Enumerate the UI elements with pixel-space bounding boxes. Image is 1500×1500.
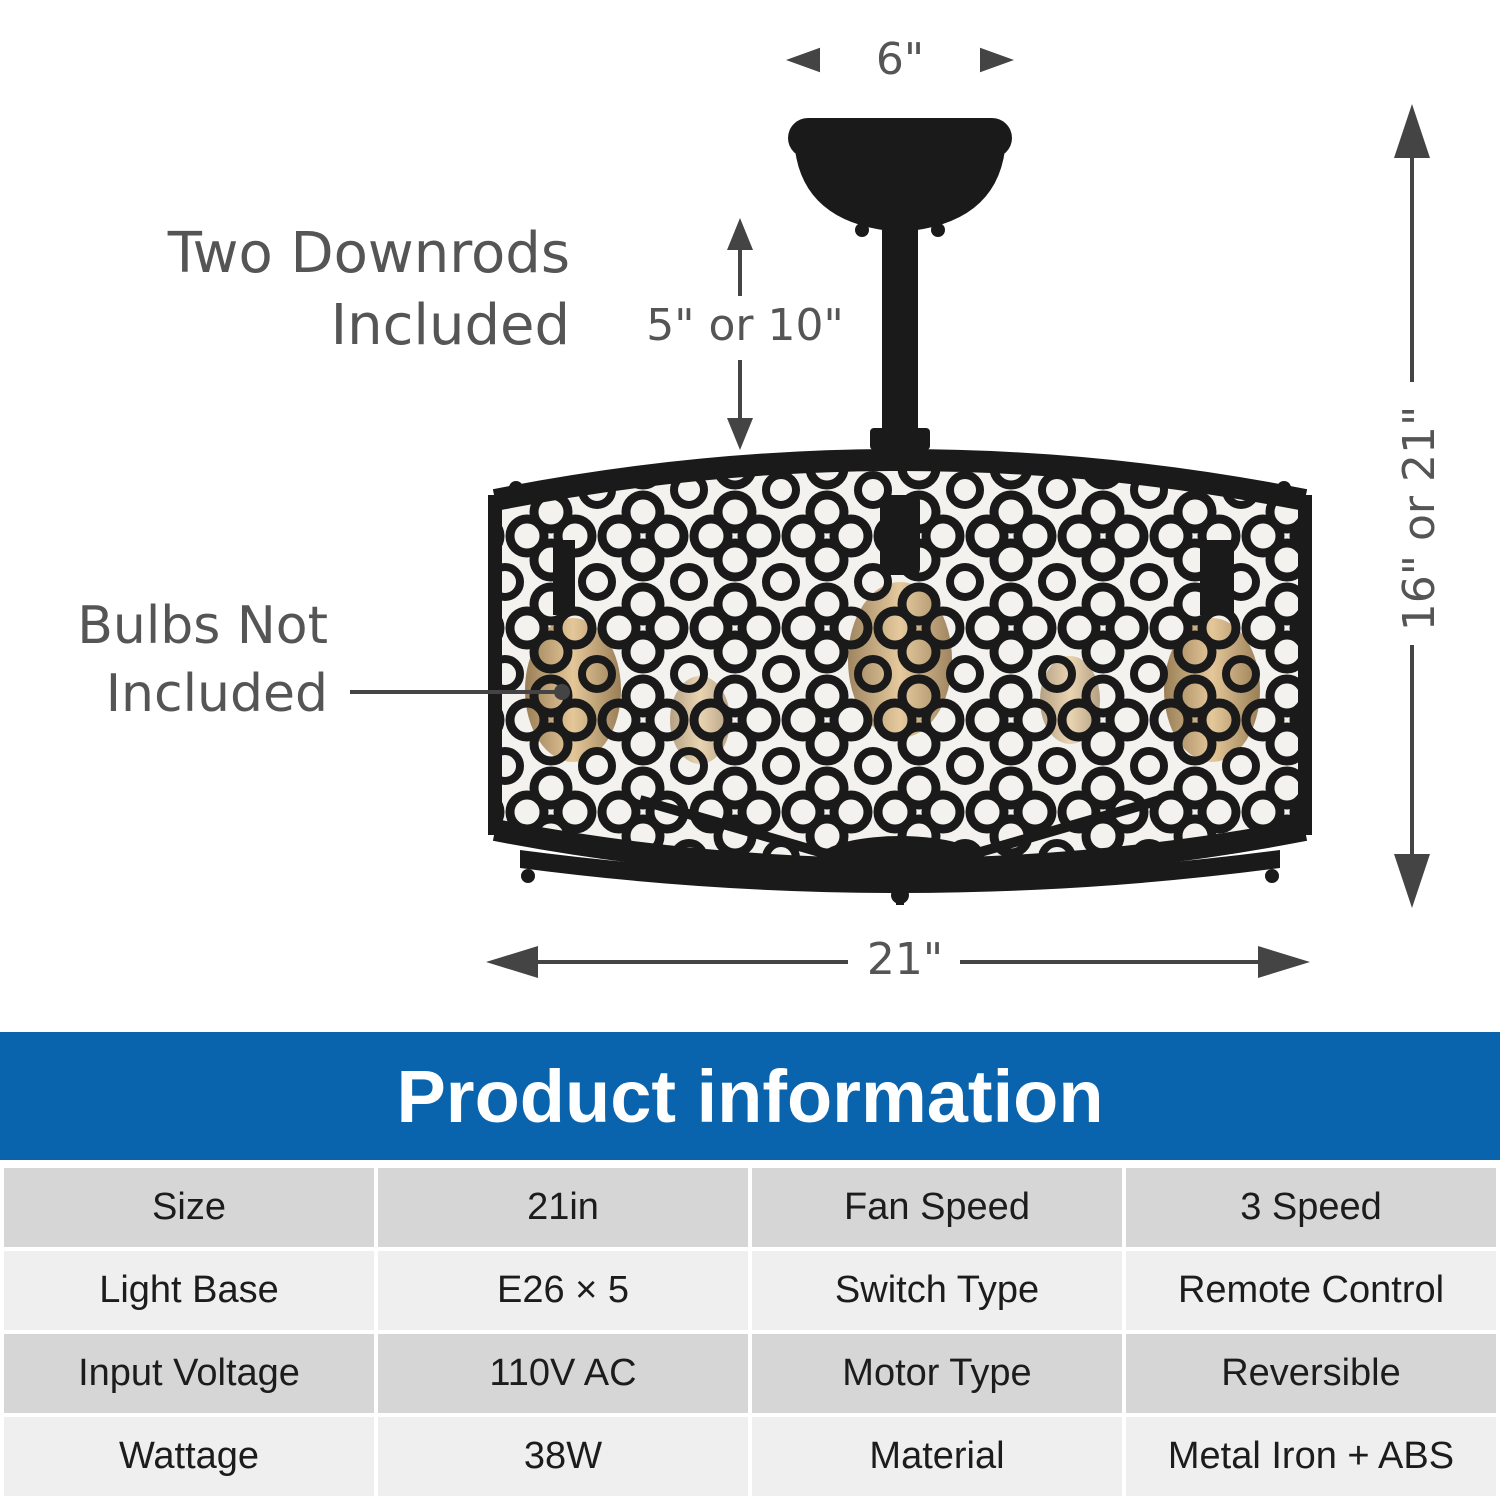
downrods-callout-line-1: Two Downrods <box>167 221 570 286</box>
spec-label: Size <box>0 1164 378 1251</box>
width-arrow <box>486 946 1310 978</box>
spec-label: Fan Speed <box>748 1164 1126 1251</box>
bulbs-callout-line-1: Bulbs Not <box>77 596 328 656</box>
ceiling-fan-illustration <box>350 47 1430 978</box>
overall-width-label: 21" <box>850 934 960 985</box>
downrod-coupler <box>870 428 930 450</box>
cage-lattice <box>495 462 1305 868</box>
spec-row: Input Voltage 110V AC Motor Type Reversi… <box>0 1330 1500 1417</box>
downrods-callout: Two Downrods Included <box>120 218 570 362</box>
spec-row: Light Base E26 × 5 Switch Type Remote Co… <box>0 1247 1500 1334</box>
spec-row: Wattage 38W Material Metal Iron + ABS <box>0 1413 1500 1500</box>
spec-value: 3 Speed <box>1122 1164 1500 1251</box>
product-image-area: 6" 5" or 10" 21" 16" or 21" Two Downrods… <box>40 34 1470 985</box>
spec-label: Switch Type <box>748 1247 1126 1334</box>
spec-value: Metal Iron + ABS <box>1122 1413 1500 1500</box>
spec-row: Size 21in Fan Speed 3 Speed <box>0 1164 1500 1251</box>
downrod-length-label: 5" or 10" <box>630 300 860 351</box>
spec-label: Light Base <box>0 1247 378 1334</box>
spec-label: Motor Type <box>748 1330 1126 1417</box>
height-arrow <box>1394 104 1430 908</box>
overall-height-label: 16" or 21" <box>1370 397 1470 639</box>
spec-value: E26 × 5 <box>374 1247 752 1334</box>
top-width-label: 6" <box>820 34 980 85</box>
downrods-callout-line-2: Included <box>330 293 570 358</box>
downrod <box>882 225 918 450</box>
product-info-banner: Product information <box>0 1032 1500 1160</box>
spec-label: Material <box>748 1413 1126 1500</box>
overall-height-text: 16" or 21" <box>1394 397 1446 639</box>
bulbs-callout-dot <box>554 684 570 700</box>
spec-table: Size 21in Fan Speed 3 Speed Light Base E… <box>0 1164 1500 1500</box>
spec-value: 110V AC <box>374 1330 752 1417</box>
canopy <box>788 118 1012 237</box>
spec-value: Reversible <box>1122 1330 1500 1417</box>
spec-label: Wattage <box>0 1413 378 1500</box>
spec-value: 38W <box>374 1413 752 1500</box>
banner-title: Product information <box>396 1054 1104 1138</box>
bulbs-callout: Bulbs Not Included <box>40 592 328 728</box>
bulbs-callout-line-2: Included <box>105 664 328 724</box>
downrod-length-arrow <box>727 218 753 450</box>
spec-value: Remote Control <box>1122 1247 1500 1334</box>
fan-base <box>520 795 1280 905</box>
spec-label: Input Voltage <box>0 1330 378 1417</box>
spec-value: 21in <box>374 1164 752 1251</box>
